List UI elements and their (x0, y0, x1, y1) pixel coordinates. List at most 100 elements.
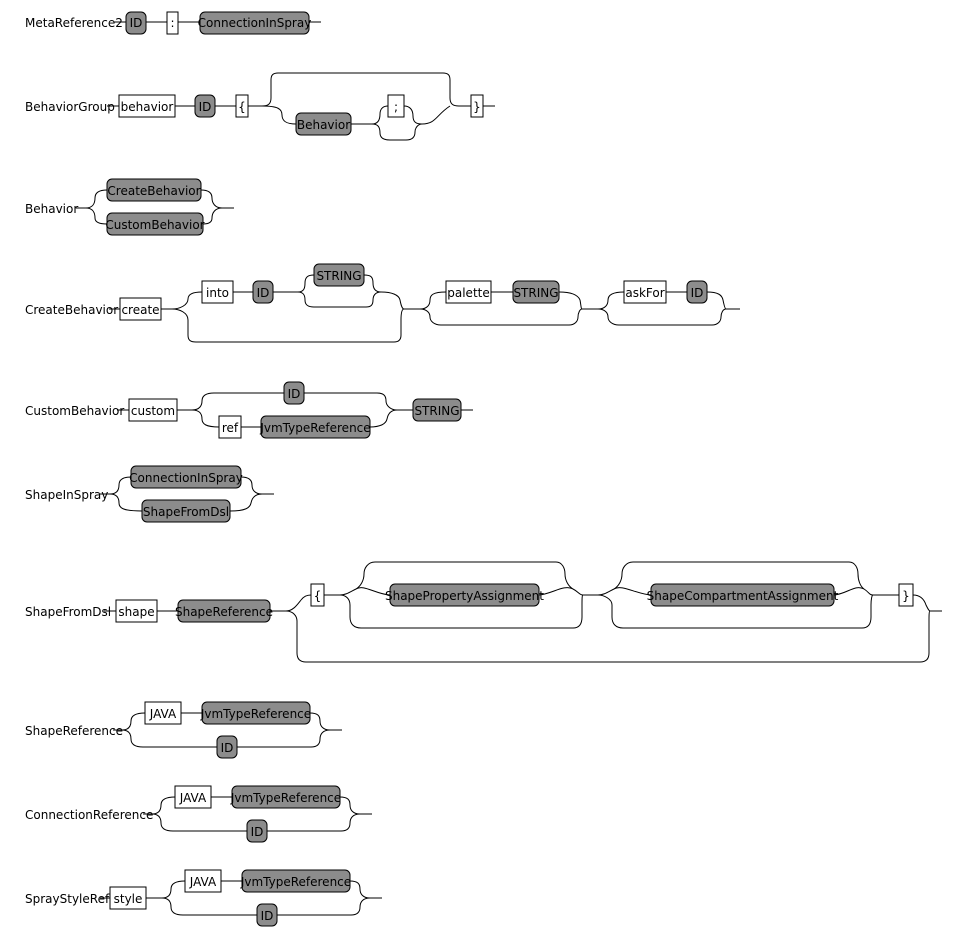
rule-shapereference: ShapeReference JAVA JvmTypeReference ID (25, 701, 342, 759)
rule-name: ShapeInSpray (25, 488, 108, 502)
rule-name: CreateBehavior (25, 303, 118, 317)
nonterminal-label: JvmTypeReference (240, 875, 351, 889)
nonterminal-box (231, 785, 341, 809)
nonterminal-label: ID (288, 387, 301, 401)
nonterminal-label: JvmTypeReference (259, 421, 370, 435)
nonterminal-label: ShapeReference (175, 605, 273, 619)
keyword-box (387, 94, 405, 118)
keyword-box (166, 11, 179, 35)
nonterminal-box (241, 869, 351, 893)
nonterminal-box (246, 819, 268, 843)
rule-name: ConnectionReference (25, 808, 153, 822)
rule-behaviorgroup: BehaviorGroup behavior ID { Behavior ; } (25, 72, 495, 141)
nonterminal-box (256, 903, 278, 927)
nonterminal-label: ID (221, 741, 234, 755)
rule-metareference2: MetaReference2 ID : ConnectionInSpray (25, 11, 321, 35)
rule-name: ShapeFromDsl (25, 605, 111, 619)
nonterminal-label: CreateBehavior (107, 184, 200, 198)
keyword-box (144, 701, 182, 725)
nonterminal-label: ShapeFromDsl (143, 505, 229, 519)
nonterminal-box (201, 701, 311, 725)
keyword-box (235, 94, 249, 118)
keyword-label: } (473, 100, 481, 114)
nonterminal-box (177, 599, 271, 623)
rule-behavior: Behavior CreateBehavior CustomBehavior (25, 178, 234, 236)
nonterminal-label: STRING (316, 269, 361, 283)
nonterminal-box (389, 583, 540, 607)
keyword-box (201, 280, 234, 304)
nonterminal-label: ID (257, 286, 270, 300)
nonterminal-label: ConnectionInSpray (129, 471, 243, 485)
keyword-box (445, 280, 492, 304)
nonterminal-box (216, 735, 238, 759)
keyword-label: JAVA (149, 707, 177, 721)
nonterminal-box (106, 178, 202, 202)
keyword-box (184, 869, 222, 893)
nonterminal-label: ConnectionInSpray (198, 16, 312, 30)
nonterminal-box (686, 280, 708, 304)
nonterminal-label: ID (251, 825, 264, 839)
nonterminal-label: CustomBehavior (105, 218, 204, 232)
nonterminal-label: JvmTypeReference (230, 791, 341, 805)
nonterminal-box (199, 11, 310, 35)
nonterminal-box (252, 280, 274, 304)
nonterminal-label: ID (130, 16, 143, 30)
keyword-label: custom (131, 404, 175, 418)
keyword-box (115, 599, 158, 623)
nonterminal-label: ID (199, 100, 212, 114)
nonterminal-box (125, 11, 147, 35)
rule-name: Behavior (25, 202, 78, 216)
keyword-label: JAVA (189, 875, 217, 889)
rule-shapefromdsl: ShapeFromDsl shape ShapeReference { Shap… (25, 561, 942, 663)
keyword-label: style (114, 892, 143, 906)
keyword-label: into (206, 286, 229, 300)
keyword-label: : (170, 16, 174, 30)
rule-name: BehaviorGroup (25, 100, 115, 114)
nonterminal-label: STRING (513, 286, 558, 300)
nonterminal-box (412, 398, 462, 422)
keyword-box (218, 415, 242, 439)
nonterminal-box (650, 583, 835, 607)
keyword-box (128, 398, 178, 422)
nonterminal-box (141, 499, 231, 523)
keyword-label: JAVA (179, 791, 207, 805)
nonterminal-label: JvmTypeReference (200, 707, 311, 721)
keyword-box (310, 583, 325, 607)
keyword-box (898, 583, 914, 607)
keyword-label: askFor (625, 286, 664, 300)
rule-name: SprayStyleRef (25, 892, 110, 906)
nonterminal-label: ID (691, 286, 704, 300)
rule-connectionreference: ConnectionReference JAVA JvmTypeReferenc… (25, 785, 372, 843)
nonterminal-box (283, 381, 305, 405)
keyword-box (119, 297, 162, 321)
keyword-label: palette (447, 286, 489, 300)
keyword-label: create (121, 303, 159, 317)
rule-spraystyleref: SprayStyleRef style JAVA JvmTypeReferenc… (25, 869, 382, 927)
rule-name: ShapeReference (25, 724, 123, 738)
keyword-box (470, 94, 484, 118)
nonterminal-label: ShapeCompartmentAssignment (647, 589, 839, 603)
nonterminal-label: ShapePropertyAssignment (385, 589, 544, 603)
keyword-box (174, 785, 212, 809)
rule-name: MetaReference2 (25, 16, 123, 30)
keyword-box (109, 886, 147, 910)
keyword-label: behavior (121, 100, 174, 114)
rule-createbehavior: CreateBehavior create into ID STRING pal… (25, 263, 740, 343)
keyword-label: shape (118, 605, 154, 619)
keyword-label: { (314, 589, 322, 603)
keyword-box (118, 94, 176, 118)
nonterminal-box (295, 112, 352, 136)
rule-shapeinspray: ShapeInSpray ConnectionInSpray ShapeFrom… (25, 465, 274, 523)
nonterminal-box (106, 212, 204, 236)
nonterminal-box (130, 465, 242, 489)
nonterminal-label: STRING (414, 404, 459, 418)
keyword-label: } (902, 589, 910, 603)
nonterminal-box (194, 94, 216, 118)
nonterminal-box (313, 263, 365, 287)
nonterminal-box (260, 415, 371, 439)
nonterminal-label: ID (261, 909, 274, 923)
keyword-label: { (238, 100, 246, 114)
keyword-box (623, 280, 667, 304)
rule-name: CustomBehavior (25, 404, 124, 418)
